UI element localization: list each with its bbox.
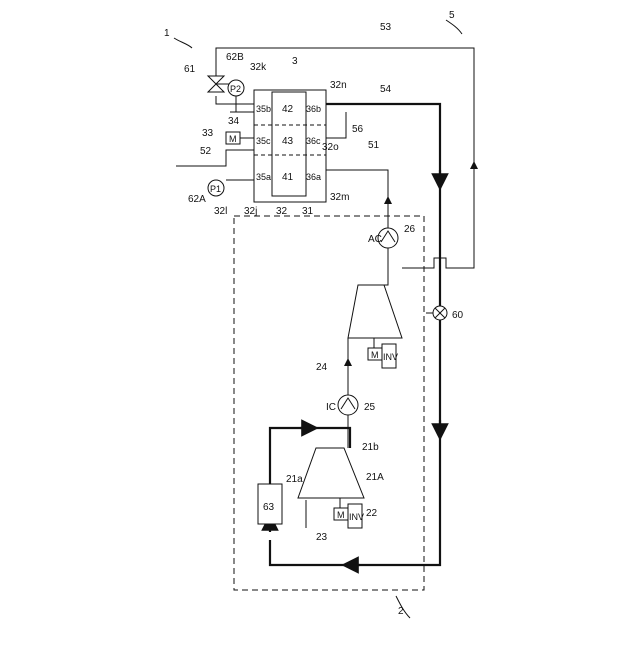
label-ac: AC: [368, 234, 382, 245]
label-pipe53: 53: [380, 22, 392, 33]
label-s62a: 62A: [188, 194, 206, 205]
label-pipe51: 51: [368, 140, 380, 151]
label-p32: 32: [276, 206, 288, 217]
label-c43: 43: [282, 136, 294, 147]
compressor-second-stage: [348, 285, 402, 338]
intercooler-ic: [338, 395, 358, 415]
label-pipe52: 52: [200, 146, 212, 157]
label-comp-in: 21a: [286, 474, 303, 485]
label-ic-num: 25: [364, 402, 376, 413]
label-p32m: 32m: [330, 192, 349, 203]
label-c36c: 36c: [306, 136, 321, 146]
label-p2: P2: [230, 84, 241, 94]
label-c36b: 36b: [306, 104, 321, 114]
label-unit: 2: [398, 606, 404, 617]
label-pipe54: 54: [380, 84, 392, 95]
label-p1: P1: [210, 184, 221, 194]
label-c35a: 35a: [256, 172, 271, 182]
label-comp-first: 21A: [366, 472, 384, 483]
label-p32j: 32j: [244, 206, 257, 217]
label-box63: 63: [263, 502, 275, 513]
label-c42: 42: [282, 104, 294, 115]
label-c35b: 35b: [256, 104, 271, 114]
compressor-first-stage: [298, 448, 364, 498]
label-p56: 56: [352, 124, 364, 135]
label-c35c: 35c: [256, 136, 271, 146]
label-comp-out: 21b: [362, 442, 379, 453]
label-inv-first: INV: [349, 512, 364, 522]
label-c36a: 36a: [306, 172, 321, 182]
label-valve60: 60: [452, 310, 464, 321]
valve-61: [208, 76, 230, 92]
label-motor-second-m: M: [371, 350, 379, 360]
label-ic: IC: [326, 402, 336, 413]
label-p32k: 32k: [250, 62, 267, 73]
label-inv-second: INV: [383, 352, 398, 362]
label-line5: 5: [449, 10, 455, 21]
label-motor33: 33: [202, 128, 214, 139]
label-valve61: 61: [184, 64, 196, 75]
label-p32n: 32n: [330, 80, 347, 91]
label-p34: 34: [228, 116, 240, 127]
label-inv-first-num: 22: [366, 508, 378, 519]
label-p32l: 32l: [214, 206, 227, 217]
label-tank: 3: [292, 56, 298, 67]
label-system: 1: [164, 28, 170, 39]
label-s62b: 62B: [226, 52, 244, 63]
valve-60: [426, 306, 447, 320]
label-motor-first-m: M: [337, 510, 345, 520]
label-c41: 41: [282, 172, 294, 183]
label-ac-num: 26: [404, 224, 416, 235]
label-p32o: 32o: [322, 142, 339, 153]
label-motor33-m: M: [229, 134, 237, 144]
label-pipe24: 24: [316, 362, 328, 373]
label-motor-first-num: 23: [316, 532, 328, 543]
label-p31: 31: [302, 206, 314, 217]
